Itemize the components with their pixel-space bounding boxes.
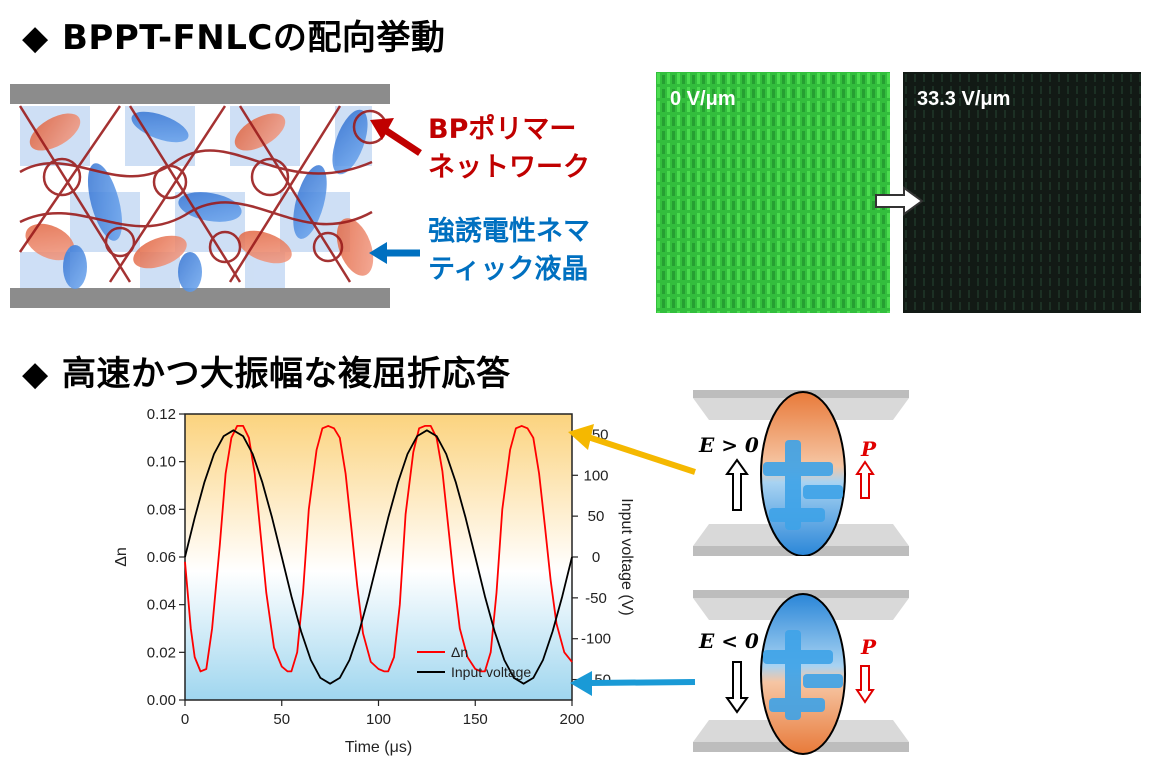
legend-label: Input voltage	[451, 664, 531, 680]
pointer-arrows	[568, 424, 696, 696]
dark-texture-image	[903, 72, 1141, 313]
section-title: BPPT-FNLCの配向挙動	[62, 18, 446, 58]
x-tick-label: 100	[366, 711, 391, 728]
y2-tick-label: -50	[585, 590, 607, 607]
polymer-label-line1: BPポリマー	[428, 114, 577, 145]
x-tick-label: 150	[463, 711, 488, 728]
y2-tick-label: 50	[588, 508, 605, 525]
y2-tick-label: 100	[583, 467, 608, 484]
micrograph-caption-0v: 0 V/μm	[670, 88, 736, 110]
schematic-positive-field: E > 0 P	[693, 390, 909, 556]
lc-label-line1: 強誘電性ネマ	[428, 216, 590, 247]
series-dn-line	[184, 424, 573, 673]
micrograph-33v: 33.3 V/μm	[903, 72, 1141, 313]
lc-pointer-arrow	[369, 242, 420, 264]
x-tick-label: 0	[181, 711, 189, 728]
y2-tick-label: -100	[581, 631, 611, 648]
lc-label-line2: ティック液晶	[428, 254, 589, 285]
x-axis-title: Time (μs)	[345, 739, 412, 756]
section-heading-orientation: ◆ BPPT-FNLCの配向挙動	[22, 10, 445, 59]
negative-field-arrow	[589, 679, 696, 686]
y-tick-label: 0.06	[147, 549, 176, 566]
polymer-network-label: BPポリマー ネットワーク	[428, 111, 590, 187]
polarization-up-arrow-icon	[855, 460, 875, 499]
x-tick-label: 200	[559, 711, 584, 728]
polymer-label-line2: ネットワーク	[428, 152, 590, 183]
section-title: 高速かつ大振幅な複屈折応答	[62, 354, 511, 394]
positive-field-arrowhead	[568, 424, 594, 450]
micrograph-0v: 0 V/μm	[656, 72, 890, 313]
ferroelectric-nematic-label: 強誘電性ネマ ティック液晶	[428, 213, 590, 289]
micrograph-caption-33v: 33.3 V/μm	[917, 88, 1011, 110]
series-voltage-line	[184, 429, 573, 685]
negative-field-arrowhead	[570, 671, 592, 696]
field-label-positive: E > 0	[698, 433, 759, 457]
diamond-bullet-icon: ◆	[22, 18, 49, 58]
polarization-label-top: P	[860, 437, 877, 461]
diamond-bullet-icon: ◆	[22, 354, 49, 394]
transition-arrow-icon	[875, 186, 924, 216]
y-tick-label: 0.04	[147, 597, 176, 614]
blue-phase-structure-illustration	[10, 84, 390, 308]
y-tick-label: 0.10	[147, 454, 176, 471]
y-tick-label: 0.08	[147, 501, 176, 518]
down-arrow-icon	[725, 661, 749, 714]
positive-field-arrow	[587, 434, 696, 475]
schematic-negative-field: E < 0 P	[693, 590, 909, 755]
polarization-down-arrow-icon	[855, 665, 875, 704]
y2-axis-title: Input voltage (V)	[618, 498, 635, 615]
up-arrow-icon	[725, 458, 749, 511]
y-tick-label: 0.02	[147, 644, 176, 661]
legend-label: Δn	[451, 644, 468, 660]
green-texture-image	[656, 72, 890, 313]
y2-tick-label: 0	[592, 549, 600, 566]
y-tick-label: 0.00	[147, 692, 176, 709]
y-tick-label: 0.12	[147, 406, 176, 423]
field-label-negative: E < 0	[698, 629, 759, 653]
polarization-label-bottom: P	[860, 635, 877, 659]
section-heading-birefringence: ◆ 高速かつ大振幅な複屈折応答	[22, 346, 511, 395]
y-axis-title: Δn	[113, 547, 130, 567]
series-layer	[184, 424, 573, 685]
x-tick-label: 50	[273, 711, 290, 728]
polymer-pointer-arrow	[370, 118, 422, 156]
